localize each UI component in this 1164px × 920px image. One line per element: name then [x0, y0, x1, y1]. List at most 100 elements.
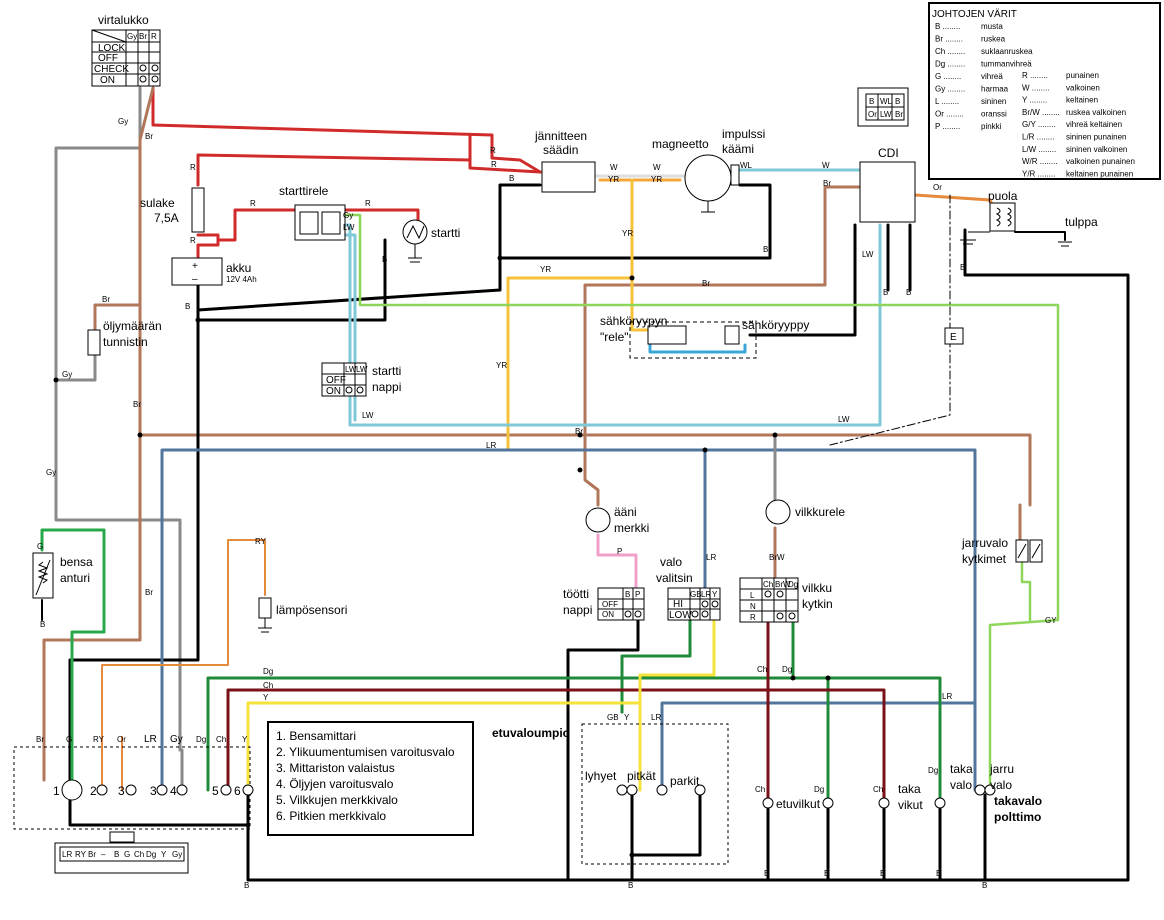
coil-label: puola [988, 189, 1018, 203]
wl-b-8: B [960, 263, 965, 272]
wl-dg-4: Dg [928, 766, 938, 775]
horn-button-label-2: nappi [563, 603, 592, 617]
light-sel-head-gb: GB [690, 590, 702, 599]
wl-br-6: Br [702, 279, 710, 288]
gauge-wire-ch: Ch [216, 735, 226, 744]
horn-button[interactable]: B P OFF ON töötti nappi [563, 587, 645, 621]
start-button[interactable]: LW LW OFF ON startti nappi [321, 362, 401, 397]
legend-right-name-5: sininen punainen [1066, 133, 1127, 142]
legend-right-code-3: Br/W ........ [1022, 108, 1060, 117]
wl-gy-4: Gy [46, 468, 56, 477]
wl-yr-2: YR [651, 175, 662, 184]
dash-pin-lr: LR [62, 850, 72, 859]
front-blinkers-label: etuvilkut [776, 797, 821, 811]
conn-pin-3: B [895, 97, 900, 106]
ignition-coil: puola tulppa [960, 189, 1098, 247]
wire-orange-temp [101, 539, 266, 791]
light-sel-row-hi: HI [673, 599, 683, 610]
gauge-wire-br: Br [36, 735, 44, 744]
wl-gy-3: Gy [62, 370, 72, 379]
legend-right-name-6: sininen valkoinen [1066, 145, 1127, 154]
start-btn-row-off: OFF [326, 375, 346, 386]
gauge-num-6: 6 [234, 784, 241, 798]
temp-sensor-label: lämpösensori [276, 603, 347, 617]
gauge-wire-or: Or [117, 735, 126, 744]
ignition-row-check: CHECK [94, 64, 129, 75]
wl-lr-3: LR [942, 692, 952, 701]
wl-br-1: Br [145, 132, 153, 141]
magneto: magneetto impulssi käämi [652, 127, 765, 213]
legend-left-name-1: ruskea [981, 35, 1006, 44]
wire-red-fuse-battery [196, 233, 220, 259]
choke-relay-label: sähköryypyn [600, 314, 667, 328]
wl-yr-4: YR [540, 265, 551, 274]
dash-pin-g: G [124, 850, 130, 859]
gauge-legend-1: 1. Bensamittari [276, 729, 356, 743]
brake-light-label: jarru [989, 762, 1014, 776]
blinker-switch-label-2: kytkin [802, 597, 833, 611]
wl-wl-1: WL [740, 161, 753, 170]
low-beam-label: lyhyet [585, 769, 617, 783]
gauge-legend-2: 2. Ylikuumentumisen varoitusvalo [276, 745, 455, 759]
wire-lightblue-lw [343, 223, 882, 427]
wl-yr-5: YR [496, 361, 507, 370]
wl-dg-3: Dg [814, 785, 824, 794]
wire-green-relay [338, 213, 1060, 792]
legend-left-name-7: oranssi [981, 110, 1007, 119]
connector-6pin: B WL B Or LW Br [857, 87, 909, 127]
legend-left-name-2: suklaanruskea [981, 47, 1033, 56]
fuse-label: sulake [140, 196, 175, 210]
dash-pin-br: Br [88, 850, 96, 859]
gauge-legend-4: 4. Öljyjen varoitusvalo [276, 777, 394, 791]
light-selector[interactable]: GB LR Y HI LOW valo valitsin [656, 555, 721, 621]
flasher-relay: vilkkurele [765, 499, 845, 525]
legend-left-name-5: harmaa [981, 85, 1009, 94]
wl-r-4: R [190, 236, 196, 245]
gauge-num-3a: 3 [118, 784, 125, 798]
legend-right-code-2: Y ........ [1022, 96, 1047, 105]
bulbs: etuvilkut taka vikut taka valo jarru val… [616, 762, 1042, 824]
wl-b-12: B [824, 869, 829, 878]
wl-r-6: R [365, 199, 371, 208]
gauge-wire-lr: LR [144, 734, 157, 745]
wl-lw-2: LW [862, 250, 874, 259]
conn-pin-2: WL [880, 97, 893, 106]
conn-pin-6: Br [895, 110, 903, 119]
wl-b-14: B [936, 869, 941, 878]
fuel-sensor: bensa anturi [32, 552, 93, 599]
legend-right-code-6: L/W ........ [1022, 145, 1056, 154]
wire-dg [206, 676, 942, 802]
wl-ch-4: Ch [873, 785, 883, 794]
wl-b-4: B [509, 174, 514, 183]
temp-sensor: lämpösensori [258, 597, 347, 633]
light-sel-head-y: Y [712, 590, 718, 599]
cdi-unit: CDI [859, 146, 916, 223]
legend-right-name-7: valkoinen punainen [1066, 157, 1135, 166]
regulator-label: jännitteen [534, 129, 587, 143]
blinker-switch[interactable]: Ch BrW Dg L N R vilkku kytkin [739, 577, 833, 623]
wire-black-horn-btn [566, 613, 640, 882]
wl-lw-3: LW [362, 411, 374, 420]
wl-g-1: G [37, 542, 43, 551]
legend-right-name-0: punainen [1066, 71, 1099, 80]
ignition-switch[interactable]: virtalukko Gy Br R LOCK OFF CHECK ON [91, 13, 161, 87]
fuel-sensor-label-2: anturi [60, 571, 90, 585]
legend-left-name-6: sininen [981, 97, 1006, 106]
starter-relay-label: starttirele [279, 184, 329, 198]
legend-left-name-3: tummanvihreä [981, 60, 1032, 69]
legend-title: JOHTOJEN VÄRIT [932, 8, 1017, 20]
legend-right-name-4: vihreä keltainen [1066, 120, 1122, 129]
ignition-title: virtalukko [98, 13, 149, 27]
wl-r-5: R [250, 199, 256, 208]
oil-sensor-label: öljymäärän [103, 319, 162, 333]
wl-yr-3: YR [622, 229, 633, 238]
pulse-coil-label: impulssi [722, 127, 765, 141]
wire-dashdot [829, 194, 951, 446]
legend-right-code-4: G/Y ........ [1022, 120, 1056, 129]
horn-button-label: töötti [563, 587, 589, 601]
blinker-row-r: R [750, 613, 756, 622]
wl-b-13: B [880, 869, 885, 878]
brake-switch-label: jarruvalo [961, 536, 1008, 550]
wl-br-7: Br [575, 427, 583, 436]
ignition-head-r: R [151, 32, 157, 41]
